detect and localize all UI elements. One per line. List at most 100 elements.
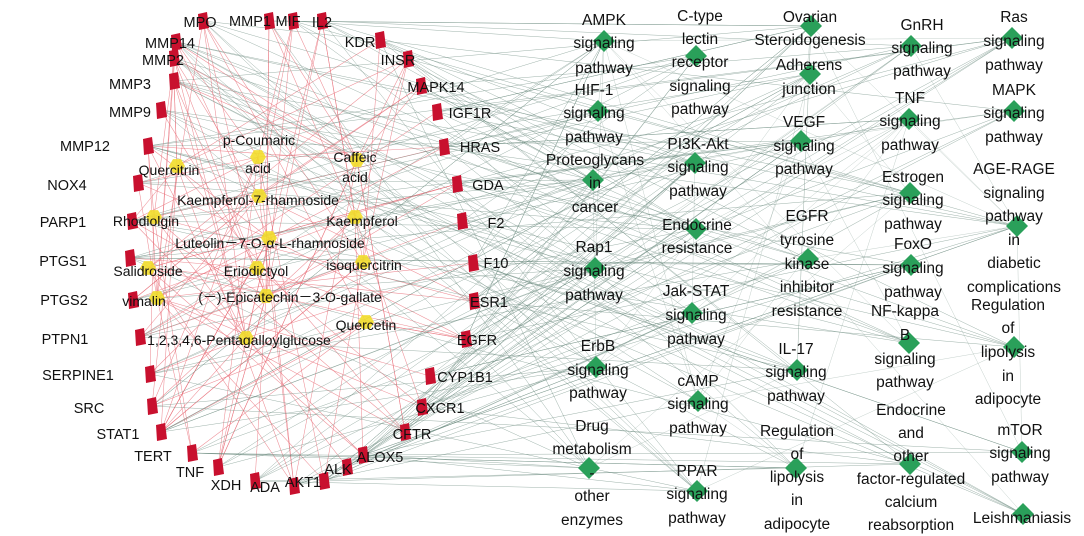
target-marker (317, 12, 328, 30)
pathway-label: Endocrine (662, 217, 732, 234)
compound-node-luteolin-7-o-l-rhamnoside: Luteolin－7-O-α-L-rhamnoside (175, 231, 365, 251)
compound-target-edge (132, 195, 260, 301)
target-pathway-edge (362, 25, 812, 456)
pathway-label: Adherens (776, 57, 843, 74)
target-pathway-edge (191, 192, 911, 454)
compound-target-edge (354, 58, 409, 218)
target-node-ptgs2: PTGS2 (40, 291, 139, 309)
compound-target-edge (362, 58, 409, 263)
target-pathway-edge (191, 140, 802, 454)
pathway-label: Ras (1000, 9, 1028, 26)
pathway-label: pathway (565, 287, 623, 304)
target-pathway-edge (268, 20, 812, 27)
compound-marker (140, 261, 156, 275)
target-marker (416, 77, 427, 95)
target-marker (288, 12, 299, 30)
pathway-marker (685, 218, 707, 240)
pathway-label: pathway (669, 420, 727, 437)
target-node-gda: GDA (452, 175, 504, 194)
target-pathway-edge (473, 25, 812, 302)
target-pathway-edge (160, 109, 1018, 227)
target-pathway-edge (362, 454, 698, 492)
target-pathway-edge (160, 366, 597, 433)
pathway-label: signaling (882, 192, 943, 209)
target-node-nox4: NOX4 (47, 174, 144, 194)
pathway-marker (685, 45, 707, 67)
pathway-label: Leishmaniasis (973, 510, 1071, 527)
compound-target-edge (258, 20, 294, 197)
pathway-label: pathway (991, 469, 1049, 486)
target-pathway-edge (473, 192, 911, 302)
pathway-label: Endocrine (876, 402, 946, 419)
compound-target-edge (217, 156, 259, 468)
pathway-link-edge (695, 118, 910, 230)
pathway-marker (684, 152, 706, 174)
target-node-cyp1b1: CYP1B1 (425, 367, 493, 386)
target-node-mapk14: MAPK14 (407, 77, 465, 96)
target-node-cxcr1: CXCR1 (415, 398, 465, 417)
target-pathway-edge (202, 20, 1015, 112)
target-pathway-edge (151, 45, 912, 407)
pathway-label: signaling (665, 307, 726, 324)
target-pathway-edge (362, 454, 590, 469)
compound-target-edge (147, 267, 364, 456)
target-pathway-edge (175, 41, 910, 344)
target-pathway-edge (472, 262, 912, 266)
pathway-marker (593, 30, 615, 52)
compound-target-edge (156, 57, 175, 299)
pathway-label: ErbB (581, 338, 615, 355)
target-pathway-edge (429, 228, 697, 377)
target-pathway-edge (465, 225, 1018, 340)
pathway-marker (585, 356, 607, 378)
compound-target-edge (258, 195, 475, 302)
target-node-ptpn1: PTPN1 (42, 328, 146, 348)
compound-target-edge (256, 267, 467, 340)
target-pathway-edge (293, 264, 912, 487)
pathway-marker (790, 130, 812, 152)
pathway-label: EGFR (785, 208, 828, 225)
target-label: CXCR1 (415, 401, 464, 417)
pathway-label: Proteoglycans (546, 152, 644, 169)
compound-target-edge (139, 267, 258, 338)
pathway-label: inhibitor (780, 279, 834, 296)
pathway-label: Steroidogenesis (754, 32, 865, 49)
pathway-marker (800, 15, 822, 37)
target-pathway-edge (421, 406, 911, 465)
compound-marker (347, 210, 363, 224)
target-pathway-edge (131, 140, 802, 222)
target-pathway-edge (443, 45, 912, 148)
target-pathway-edge (321, 20, 912, 47)
pathway-label: HIF-1 (575, 82, 614, 99)
target-node-alox5: ALOX5 (357, 446, 403, 466)
target-pathway-edge (456, 183, 912, 266)
compound-target-edge (173, 80, 178, 167)
compound-target-edge (156, 262, 474, 299)
target-pathway-edge (292, 20, 1018, 227)
compound-target-edge (137, 156, 259, 184)
target-pathway-edge (404, 162, 696, 433)
target-pathway-edge (149, 373, 698, 492)
target-label: MMP3 (109, 77, 151, 93)
target-node-mmp12: MMP12 (60, 137, 154, 155)
target-label: TNF (176, 465, 204, 481)
target-pathway-edge (421, 312, 693, 408)
compound-target-edge (137, 182, 158, 299)
pathway-label: pathway (985, 129, 1043, 146)
target-pathway-edge (443, 146, 594, 181)
target-pathway-edge (202, 20, 910, 344)
target-marker (403, 50, 414, 68)
pathway-label: GnRH (900, 17, 943, 34)
compound-label: Luteolin－7-O-α-L-rhamnoside (175, 235, 365, 251)
pathway-label: pathway (575, 60, 633, 77)
pathway-label: enzymes (561, 512, 623, 529)
pathway-link-edge (810, 25, 1018, 227)
pathway-link-edge (594, 45, 912, 269)
